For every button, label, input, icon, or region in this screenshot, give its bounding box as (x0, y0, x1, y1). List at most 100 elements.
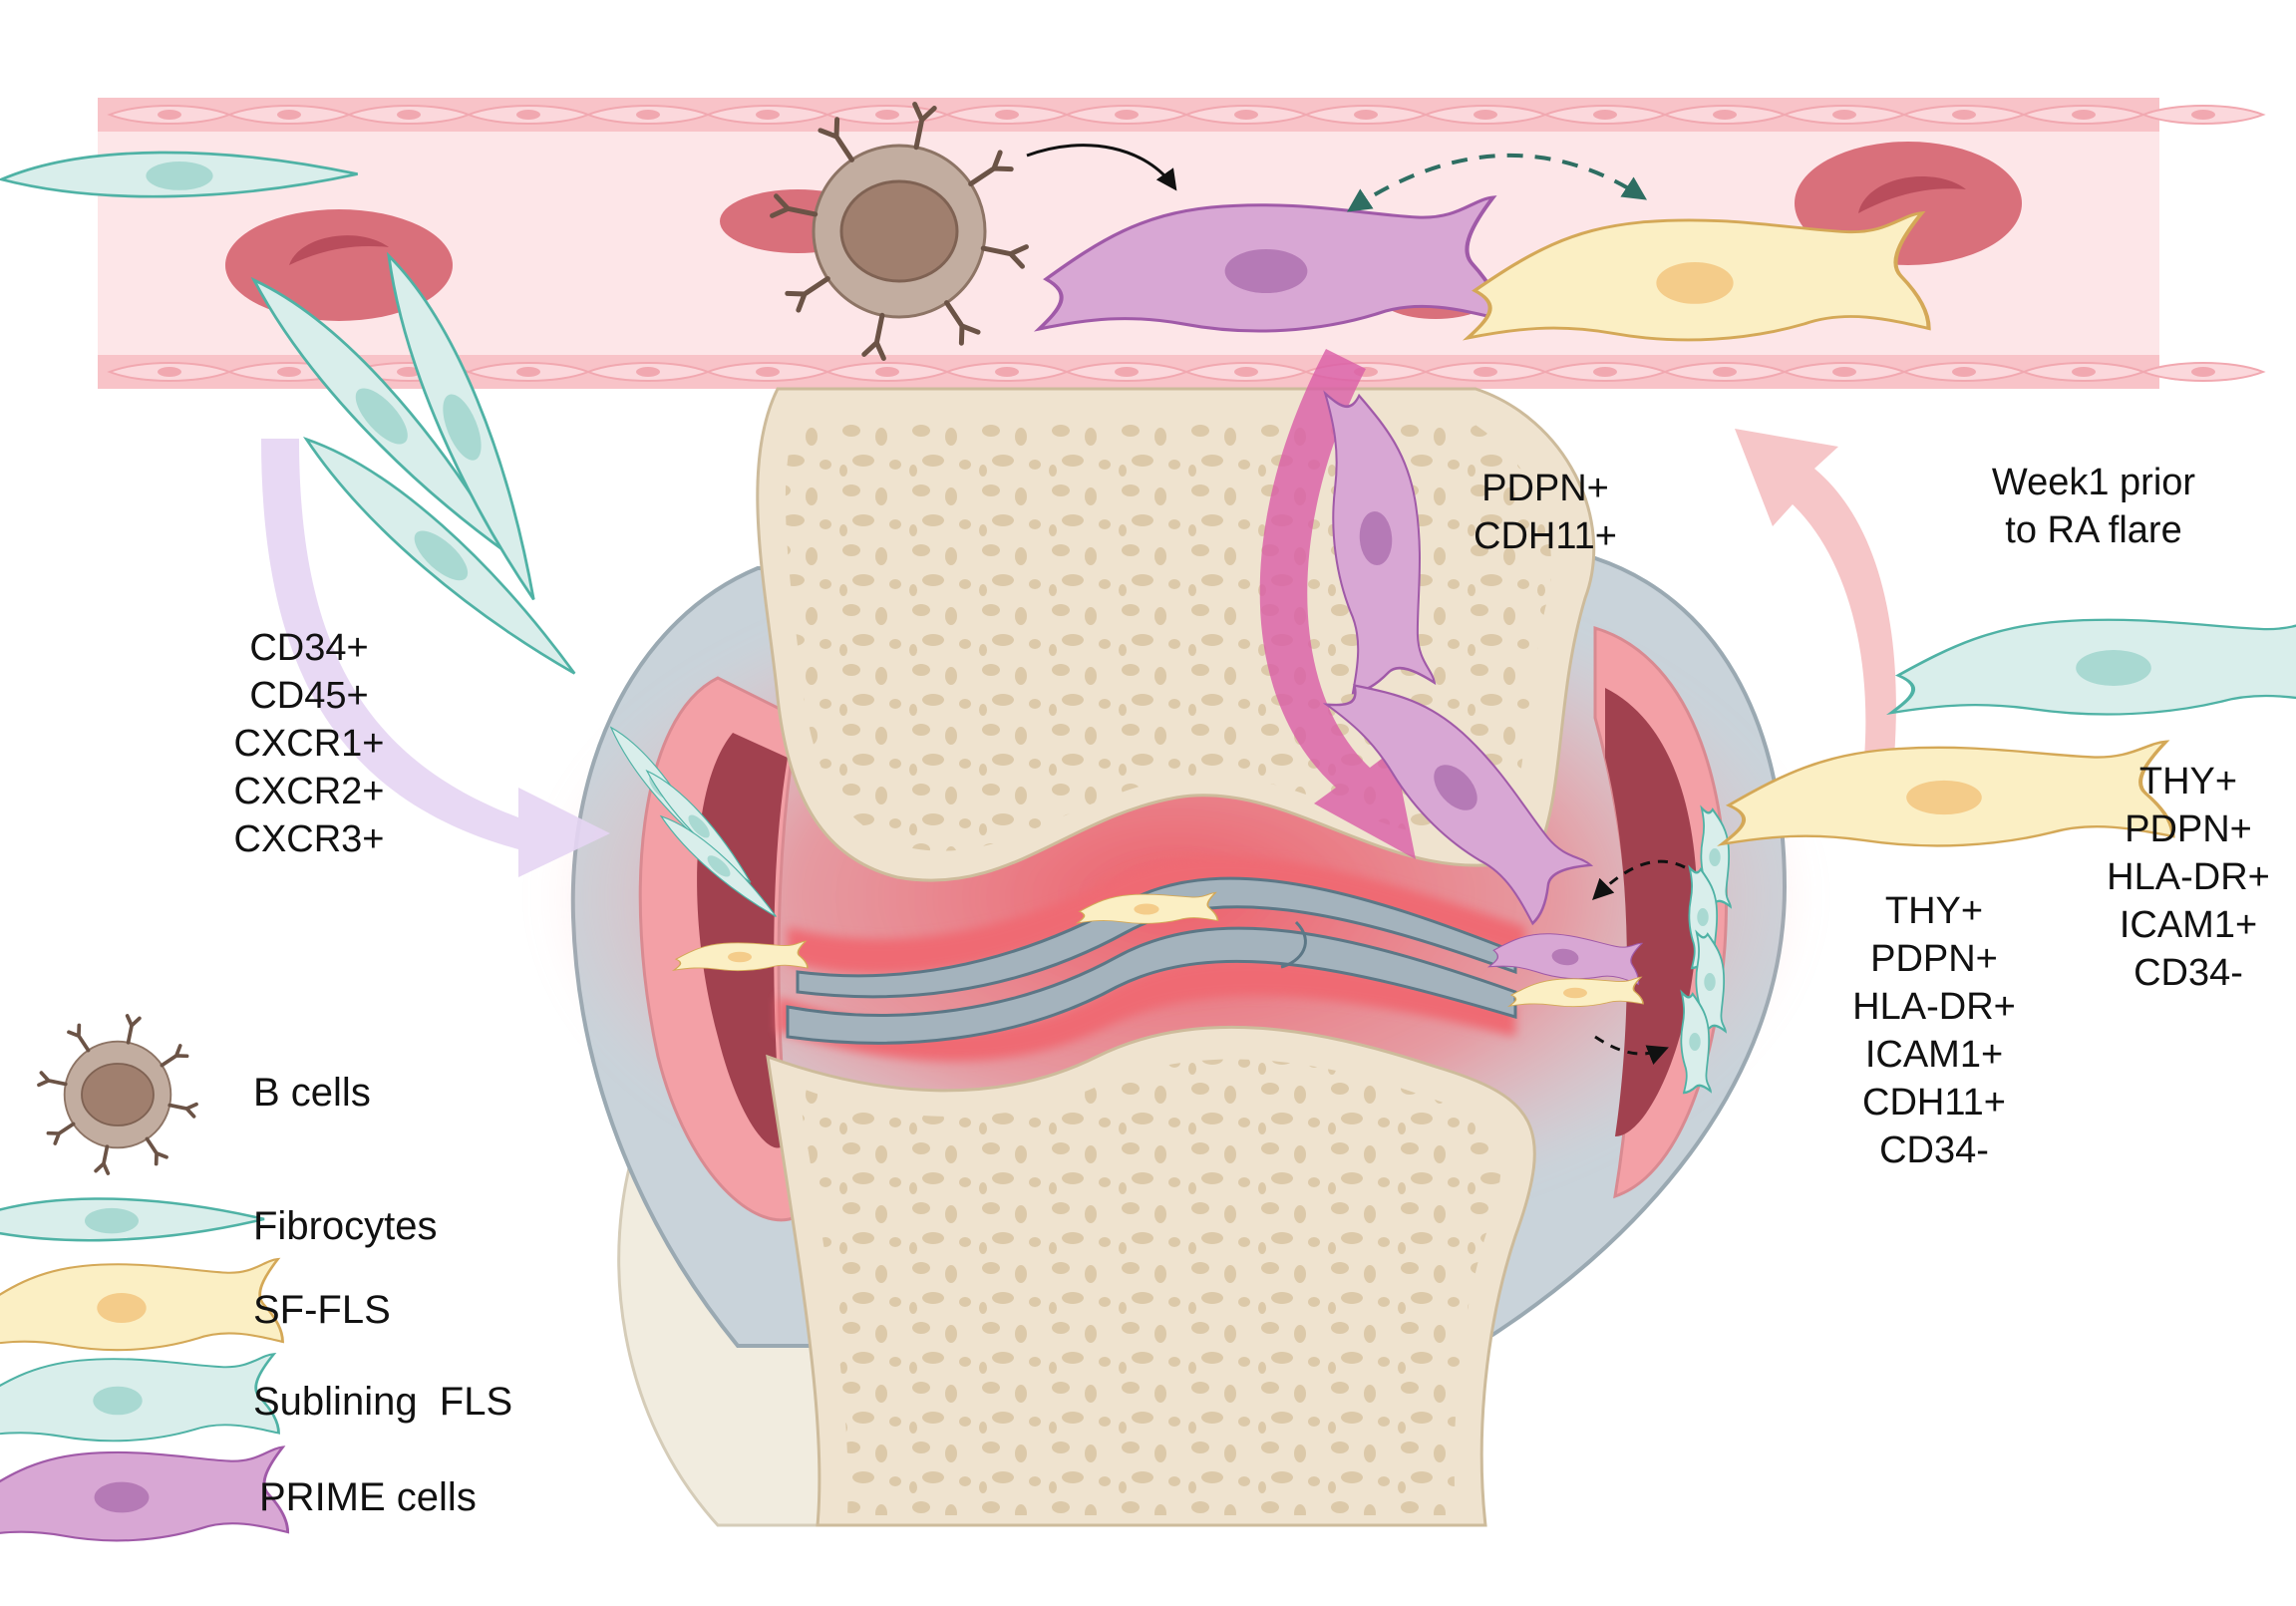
endothelial-nucleus (1713, 110, 1737, 120)
sf-fls-cell (673, 940, 809, 972)
timepoint-line: Week1 prior (1991, 462, 2196, 503)
antibody (46, 1122, 76, 1145)
sf-fls-nucleus (1134, 903, 1159, 915)
antibody (785, 276, 830, 313)
antibody (770, 193, 819, 218)
antibody (980, 244, 1029, 269)
marker: CDH11+ (1862, 1082, 2006, 1124)
antibody (145, 1136, 168, 1166)
endothelial-nucleus (2191, 110, 2215, 120)
prime-cell-nucleus (1434, 765, 1477, 810)
endothelial-nucleus (1115, 367, 1139, 377)
prime-cell-nucleus (1359, 511, 1393, 565)
endothelial-nucleus (875, 110, 899, 120)
endothelial-nucleus (2191, 367, 2215, 377)
fibrocyte (640, 762, 759, 890)
endothelial-nucleus (875, 367, 899, 377)
antibody (968, 150, 1014, 186)
endothelial-nucleus (1952, 110, 1976, 120)
antibody (37, 1071, 68, 1088)
marker: CXCR1+ (233, 723, 385, 765)
fibrocyte-markers: CD34+ CD45+ CXCR1+ CXCR2+ CXCR3+ (219, 624, 399, 863)
prime-cell-nucleus (1551, 948, 1579, 966)
endothelial-nucleus (756, 367, 780, 377)
endothelial-nucleus (1593, 367, 1617, 377)
legend-sf-fls: SF-FLS (253, 1288, 391, 1332)
sf-fls-nucleus (728, 951, 752, 963)
antibody (160, 1044, 189, 1068)
fibrocyte-nucleus (414, 530, 469, 581)
sf-fls-egress-arrow (1735, 429, 1896, 758)
marker: CD34- (1879, 1129, 1989, 1171)
endothelial-nucleus (1593, 110, 1617, 120)
endothelial-nucleus (516, 367, 540, 377)
marker: CXCR3+ (233, 818, 385, 860)
sublining-fls-nucleus (1689, 1032, 1701, 1052)
marker: PDPN+ (1481, 468, 1609, 509)
legend-fibrocytes: Fibrocytes (253, 1204, 438, 1248)
prime-markers: PDPN+ CDH11+ (1446, 465, 1645, 560)
prime-cell-vessel (1039, 197, 1499, 331)
endothelial-nucleus (516, 110, 540, 120)
fibrocyte-top-left (0, 151, 360, 198)
sublining-fls-cell (1695, 931, 1728, 1035)
legend-b-cells: B cells (253, 1071, 371, 1115)
endothelial-nucleus (397, 110, 421, 120)
antibody (94, 1144, 111, 1175)
marker: CDH11+ (1474, 515, 1617, 557)
marker: HLA-DR+ (2107, 856, 2270, 898)
fibrocyte-icon (0, 1197, 266, 1242)
endothelial-nucleus (1474, 367, 1497, 377)
endothelial-nucleus (636, 110, 660, 120)
legend-prime-cells: PRIME cells (259, 1475, 477, 1519)
endothelial-nucleus (397, 367, 421, 377)
antibody (167, 1102, 198, 1119)
timepoint-line: to RA flare (2005, 509, 2182, 551)
marker: HLA-DR+ (1852, 986, 2016, 1028)
fibrocyte (239, 259, 526, 571)
endothelial-nucleus (1234, 110, 1258, 120)
antibody (944, 300, 981, 346)
sf-fls-cell (1508, 976, 1644, 1008)
sf-fls-cell-vessel (1468, 213, 1928, 340)
marker: CD34+ (249, 627, 369, 669)
fibrocyte-nucleus (688, 814, 710, 838)
endothelial-nucleus (158, 110, 181, 120)
endothelial-nucleus (1713, 367, 1737, 377)
antibody (125, 1014, 142, 1045)
sf-fls-icon (0, 1257, 284, 1352)
fibrocyte-nucleus (355, 388, 408, 445)
fibrocyte (370, 243, 556, 610)
marker: PDPN+ (2125, 808, 2252, 850)
endothelial-nucleus (1115, 110, 1139, 120)
sublining-fls-right (1891, 614, 2296, 715)
prime-cell (1322, 386, 1437, 695)
marker: ICAM1+ (2119, 904, 2258, 946)
endothelial-nucleus (1952, 367, 1976, 377)
sublining-fls-cell (1688, 866, 1721, 970)
sublining-fls-nucleus (1704, 972, 1716, 992)
antibody (861, 312, 886, 361)
fibrocyte-nucleus (443, 394, 482, 461)
endothelial-nucleus (995, 367, 1019, 377)
sublining-fls-cell (1680, 991, 1713, 1095)
sublining-fls-icon (0, 1352, 280, 1443)
antibody (67, 1023, 91, 1053)
endothelial-nucleus (995, 110, 1019, 120)
endothelial-nucleus (1832, 110, 1856, 120)
fibrocyte-migration-arrow (261, 439, 610, 877)
fibrocyte-nucleus (707, 855, 731, 877)
sublining-fls-nucleus (1697, 907, 1709, 927)
sublining-fls-markers: THY+ PDPN+ HLA-DR+ ICAM1+ CD34- (2089, 758, 2288, 997)
prime-cell-icon (0, 1445, 290, 1542)
legend-sublining-fls: Sublining FLS (253, 1380, 513, 1424)
sf-fls-nucleus (1563, 987, 1587, 999)
b-cell (770, 102, 1029, 361)
joint-space (786, 926, 1517, 1045)
endothelial-nucleus (1234, 367, 1258, 377)
endothelial-nucleus (636, 367, 660, 377)
antibody (912, 102, 937, 151)
marker: PDPN+ (1870, 938, 1998, 980)
endothelial-nucleus (1354, 110, 1378, 120)
marker: CD45+ (249, 675, 369, 717)
